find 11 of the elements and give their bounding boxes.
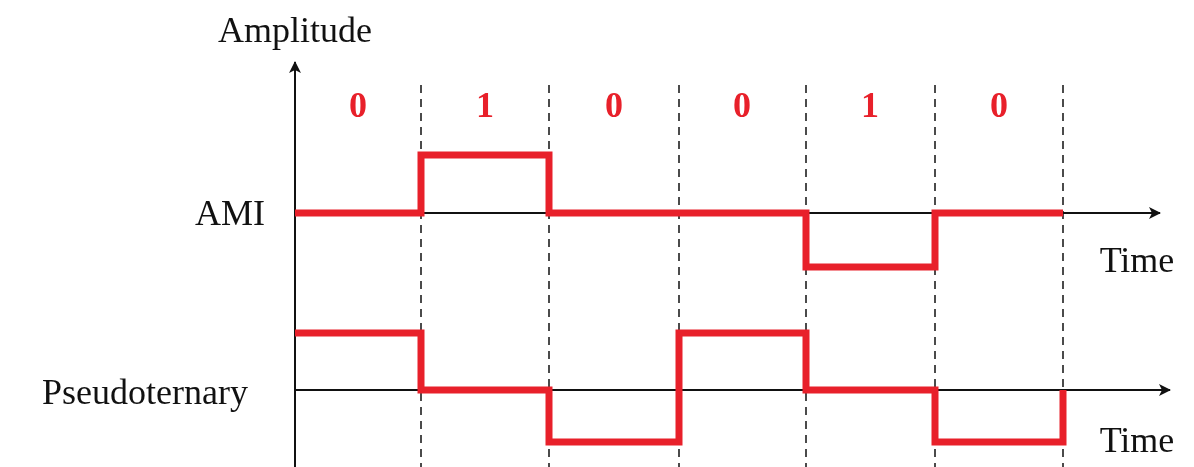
bit-value: 0 [605,87,623,123]
bit-value: 1 [861,87,879,123]
bit-value: 0 [733,87,751,123]
axis-title: Time [1099,242,1175,278]
axis-title: Amplitude [218,12,372,48]
bit-value: 1 [476,87,494,123]
axis-title: Time [1099,422,1175,458]
signal-name: AMI [195,195,265,231]
bit-value: 0 [990,87,1008,123]
signal-name: Pseudoternary [42,374,248,410]
bit-value: 0 [349,87,367,123]
